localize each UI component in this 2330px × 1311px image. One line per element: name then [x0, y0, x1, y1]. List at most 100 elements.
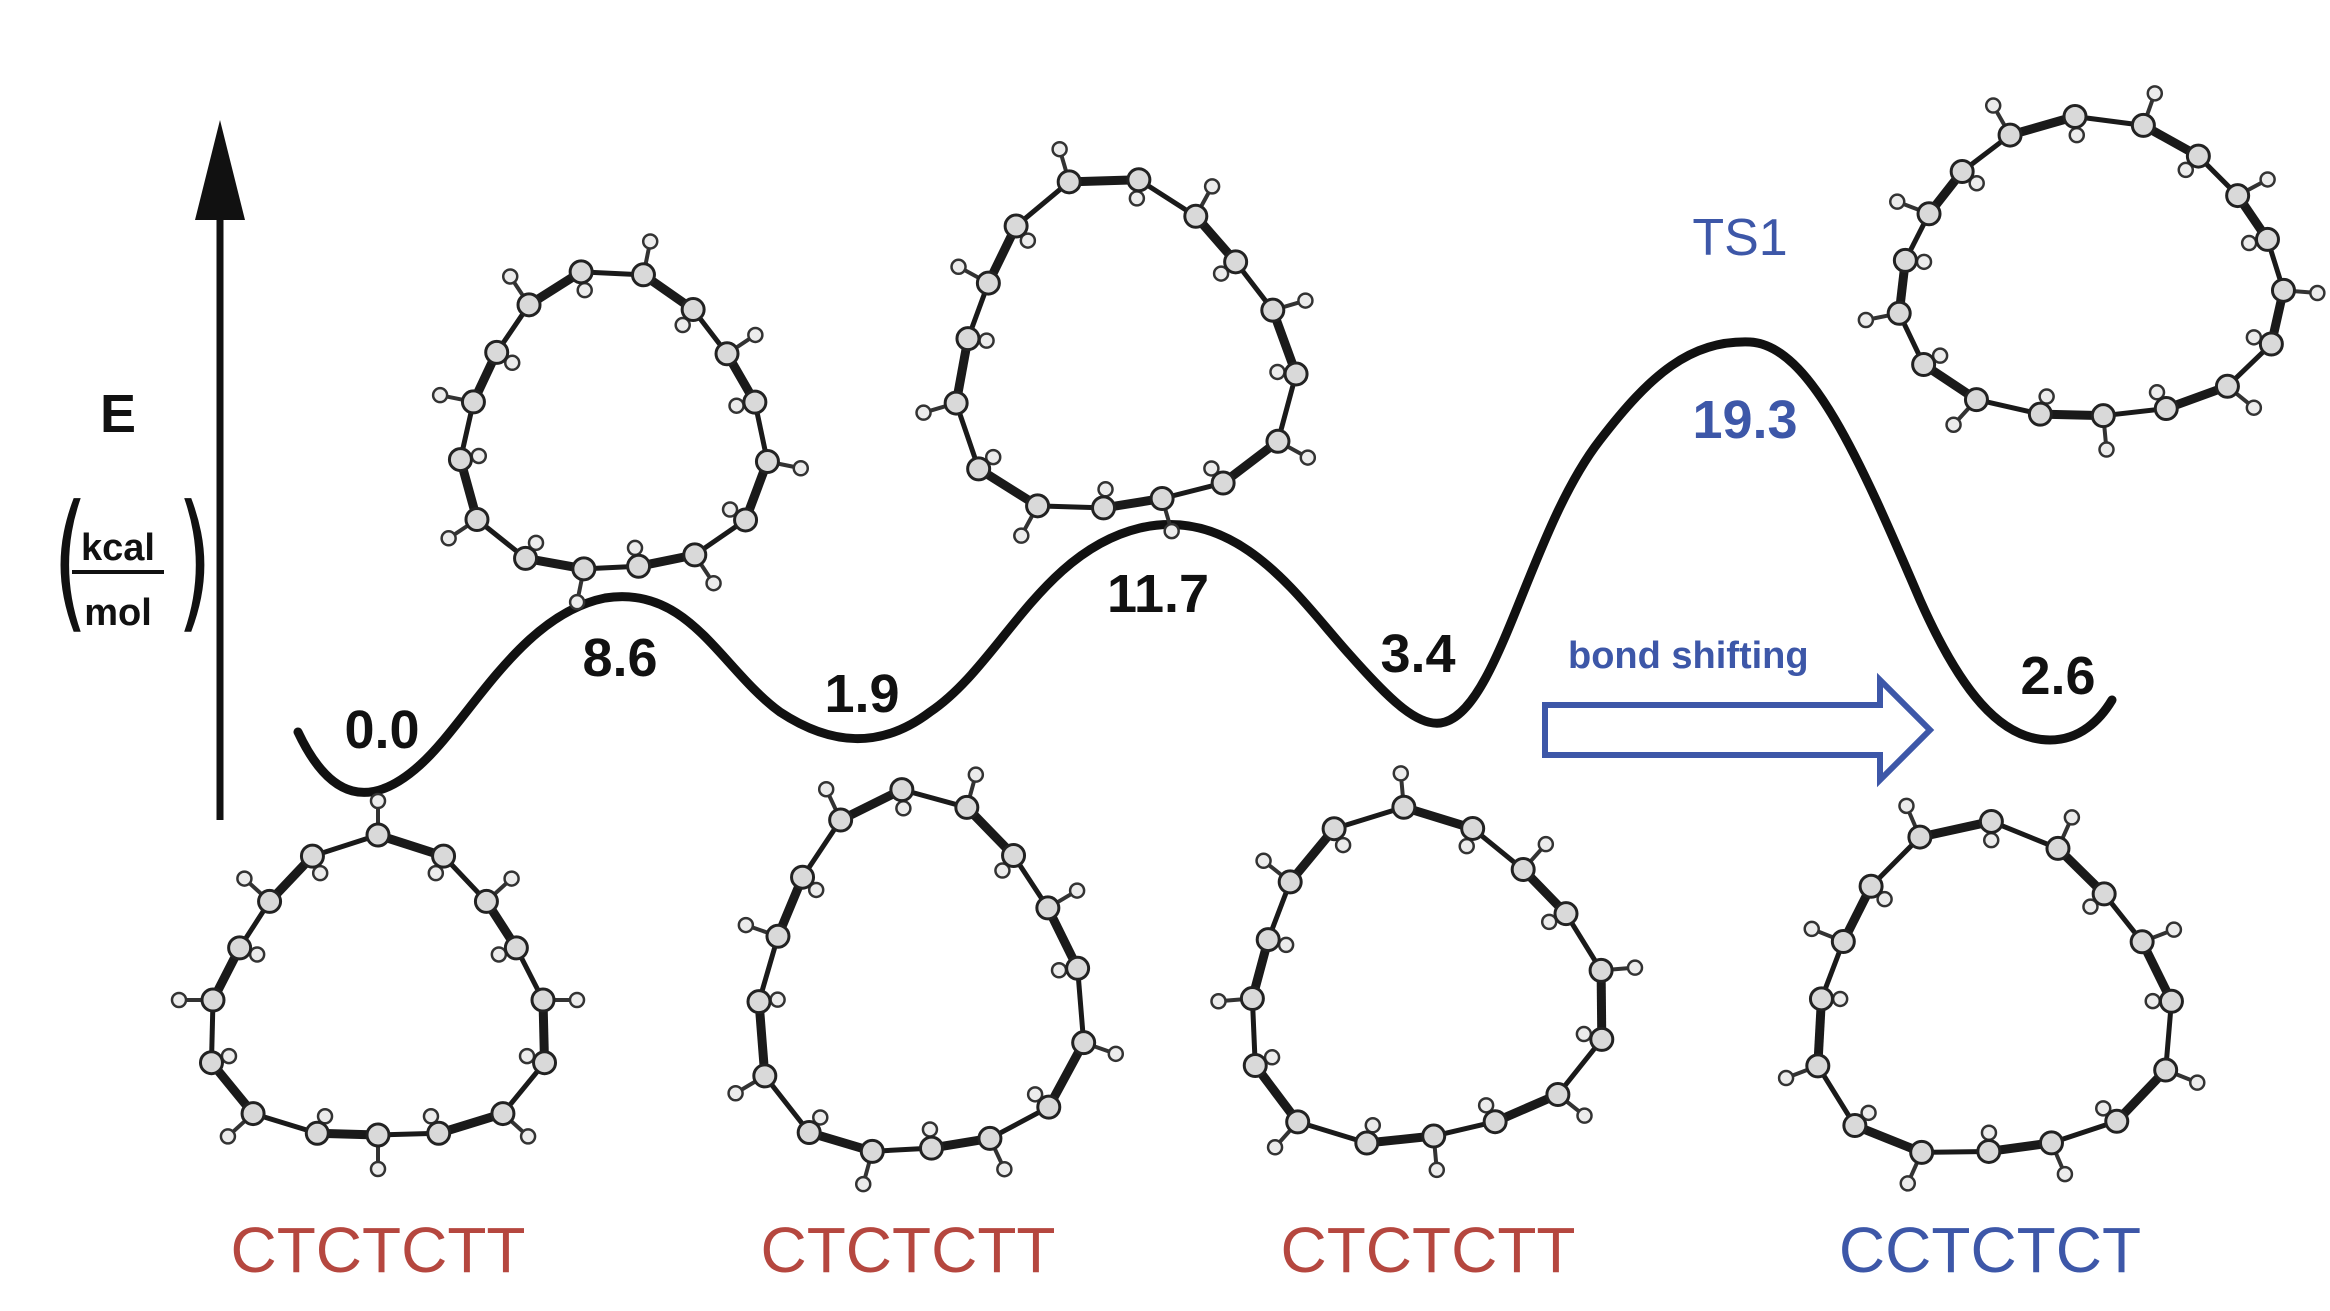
hydrogen-atom	[1626, 959, 1644, 976]
carbon-atom	[1805, 1053, 1831, 1079]
hydrogen-atom	[369, 792, 387, 810]
carbon-atom	[1588, 957, 1614, 983]
carbon-atom	[2153, 1057, 2179, 1083]
hydrogen-atom	[728, 397, 745, 414]
molecule-conformer-4	[1777, 797, 2206, 1192]
hydrogen-atom	[641, 233, 659, 250]
hydrogen-atom	[2245, 399, 2263, 416]
carbon-atom	[257, 888, 283, 914]
hydrogen-atom	[2309, 284, 2326, 302]
hydrogen-atom	[812, 1109, 829, 1126]
hydrogen-atom	[311, 864, 329, 882]
hydrogen-atom	[503, 354, 521, 372]
carbon-atom	[503, 935, 529, 961]
carbon-atom	[530, 987, 556, 1013]
hydrogen-atom	[1203, 178, 1221, 195]
carbon-atom	[1911, 351, 1937, 377]
hydrogen-atom	[1984, 97, 2002, 114]
hydrogen-atom	[792, 460, 810, 477]
carbon-atom	[754, 449, 780, 475]
hydrogen-atom	[705, 574, 722, 592]
carbon-atom	[733, 507, 759, 533]
left-paren: (	[53, 474, 88, 649]
carbon-atom	[1126, 167, 1152, 193]
carbon-atom	[742, 389, 768, 415]
carbon-atom	[1545, 1082, 1571, 1108]
hydrogen-atom	[1163, 522, 1180, 540]
carbon-atom	[1421, 1123, 1447, 1149]
hydrogen-atom	[1537, 835, 1555, 853]
energy-value-min-2: 1.9	[824, 664, 899, 724]
carbon-atom	[1277, 869, 1303, 895]
carbon-atom	[943, 390, 969, 416]
hydrogen-atom	[994, 862, 1011, 879]
hydrogen-atom	[747, 326, 764, 344]
hydrogen-atom	[369, 1160, 387, 1178]
hydrogen-atom	[996, 1160, 1013, 1178]
right-paren: )	[177, 474, 212, 649]
hydrogen-atom	[2259, 171, 2276, 188]
carbon-atom	[2254, 226, 2280, 252]
carbon-atom	[1183, 203, 1209, 229]
hydrogen-atom	[219, 1128, 237, 1145]
hydrogen-atom	[2068, 126, 2086, 144]
energy-value-ts-bond-shift: 19.3	[1692, 390, 1797, 450]
carbon-atom	[1285, 1109, 1311, 1135]
hydrogen-atom	[427, 864, 445, 882]
hydrogen-atom	[727, 1085, 744, 1102]
carbon-atom	[2038, 1130, 2064, 1156]
carbon-atom	[1091, 495, 1117, 521]
energy-value-min-4: 2.6	[2020, 646, 2095, 706]
carbon-atom	[2258, 331, 2284, 357]
energy-value-min-1: 0.0	[344, 700, 419, 760]
hydrogen-atom	[568, 991, 586, 1009]
hydrogen-atom	[1540, 913, 1558, 931]
carbon-atom	[796, 1120, 822, 1146]
energy-axis-arrowhead	[195, 120, 245, 220]
carbon-atom	[2214, 373, 2240, 399]
carbon-atom	[1260, 297, 1286, 323]
hydrogen-atom	[1107, 1045, 1125, 1063]
carbon-atom	[431, 843, 457, 869]
carbon-atom	[304, 1120, 330, 1146]
hydrogen-atom	[1263, 1049, 1281, 1066]
hydrogen-atom	[1026, 1086, 1044, 1103]
carbon-atom	[1553, 901, 1579, 927]
carbon-atom	[626, 553, 652, 579]
carbon-atom	[1892, 247, 1918, 273]
molecule-ts-1	[431, 233, 810, 611]
carbon-atom	[1997, 122, 2023, 148]
carbon-atom	[484, 339, 510, 365]
hydrogen-atom	[1857, 311, 1875, 329]
hydrogen-atom	[950, 258, 967, 276]
carbon-atom	[1460, 815, 1486, 841]
hydrogen-atom	[422, 1108, 440, 1125]
carbon-atom	[532, 1050, 558, 1076]
hydrogen-atom	[2189, 1074, 2206, 1091]
hydrogen-atom	[1831, 990, 1849, 1008]
hydrogen-atom	[984, 448, 1002, 466]
carbon-atom	[1391, 794, 1417, 820]
carbon-atom	[2104, 1108, 2130, 1134]
hydrogen-atom	[626, 539, 644, 557]
hydrogen-atom	[1931, 347, 1949, 364]
bond-shifting-arrow: bond shifting	[1542, 635, 1935, 788]
hydrogen-atom	[568, 593, 586, 611]
hydrogen-atom	[1297, 292, 1314, 309]
hydrogen-atom	[440, 530, 457, 547]
molecule-ts-2	[915, 140, 1317, 544]
carbon-atom	[1283, 361, 1309, 387]
carbon-atom	[1949, 158, 1975, 184]
carbon-atom	[2225, 183, 2251, 209]
carbon-atom	[198, 1050, 224, 1076]
hydrogen-atom	[2240, 234, 2258, 252]
carbon-atom	[680, 297, 706, 323]
hydrogen-atom	[2095, 1100, 2112, 1117]
hydrogen-atom	[1477, 1097, 1495, 1114]
hydrogen-atom	[1576, 1107, 1593, 1124]
carbon-atom	[516, 292, 542, 318]
carbon-atom	[2027, 401, 2053, 427]
carbon-atom	[1001, 842, 1027, 868]
carbon-atom	[1907, 824, 1933, 850]
carbon-atom	[1978, 808, 2004, 834]
